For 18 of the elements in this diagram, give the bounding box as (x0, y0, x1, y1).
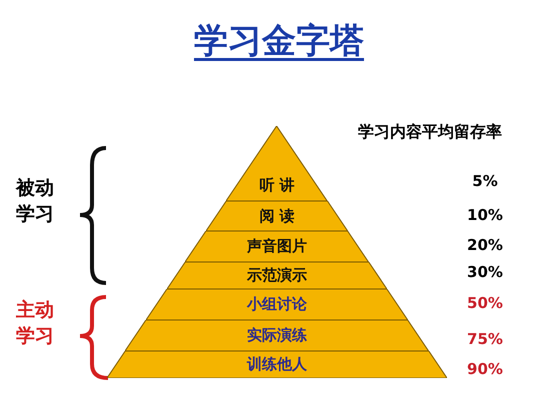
layer-label: 小组讨论 (246, 297, 307, 312)
percentage-value: 5% (471, 171, 499, 192)
layer-label: 训练他人 (247, 357, 307, 372)
group-label: 被动学习 (16, 176, 55, 227)
layer-label: 阅 读 (259, 208, 295, 224)
group-label: 主动学习 (16, 298, 55, 349)
layer-label: 实际演练 (246, 328, 307, 343)
percentage-value: 90% (466, 359, 504, 380)
percentage-value: 20% (466, 235, 504, 256)
layer-label: 示范演示 (246, 268, 307, 283)
percentage-value: 50% (466, 293, 504, 314)
column-heading: 学习内容平均留存率 (357, 121, 503, 143)
percentage-value: 30% (466, 262, 504, 283)
layer-label: 听 讲 (259, 178, 295, 193)
title: 学习金字塔 (194, 24, 364, 58)
layer-label: 声音图片 (246, 239, 307, 254)
percentage-value: 10% (466, 205, 504, 226)
percentage-value: 75% (466, 329, 504, 350)
